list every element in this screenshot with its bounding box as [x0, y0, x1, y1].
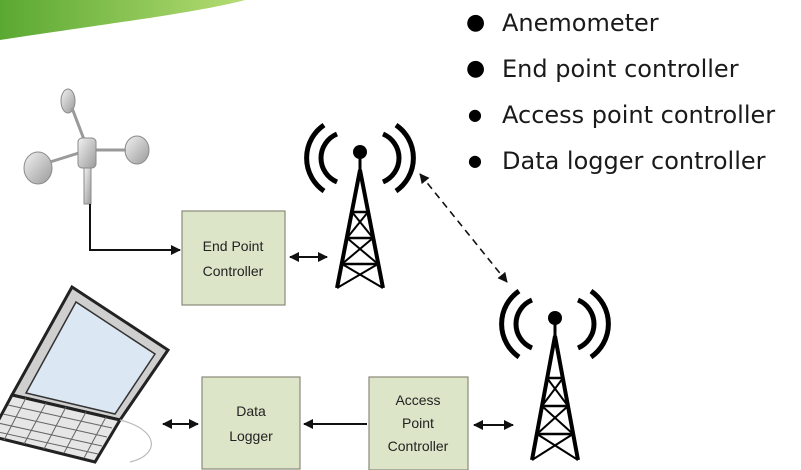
data-logger-box: Data Logger	[201, 376, 301, 470]
bullet-icon: ●	[466, 10, 486, 35]
end-point-controller-box: End Point Controller	[181, 210, 286, 306]
data-logger-label-1: Data	[236, 403, 266, 419]
component-list: ● Anemometer ● End point controller ● Acces…	[462, 0, 775, 184]
bullet-icon: ●	[468, 151, 482, 170]
access-point-controller-box: Access Point Controller	[368, 376, 469, 470]
radio-tower-icon	[304, 122, 416, 289]
wireless-link-arrow	[419, 173, 508, 283]
list-item: ● Anemometer	[462, 0, 775, 46]
access-point-controller-label-3: Controller	[388, 438, 449, 454]
access-point-controller-label-2: Point	[402, 415, 434, 431]
list-item-text: Anemometer	[502, 9, 659, 37]
bullet-icon: ●	[468, 105, 482, 124]
anemometer-icon	[23, 88, 150, 205]
list-item-text: End point controller	[502, 55, 739, 83]
bullet-icon: ●	[466, 56, 486, 81]
radio-tower-icon	[499, 288, 611, 461]
end-point-controller-label-2: Controller	[203, 263, 264, 279]
data-logger-label-2: Logger	[229, 428, 273, 444]
list-item-text: Data logger controller	[502, 147, 766, 175]
list-item-text: Access point controller	[502, 101, 776, 129]
header-banner	[0, 0, 245, 40]
access-point-controller-label-1: Access	[395, 392, 440, 408]
anemometer-to-endpoint-arrow	[89, 204, 181, 255]
list-item: ● Data logger controller	[462, 138, 775, 184]
end-point-controller-label-1: End Point	[203, 238, 264, 254]
list-item: ● End point controller	[462, 46, 775, 92]
laptop-icon	[0, 284, 171, 464]
list-item: ● Access point controller	[462, 92, 775, 138]
